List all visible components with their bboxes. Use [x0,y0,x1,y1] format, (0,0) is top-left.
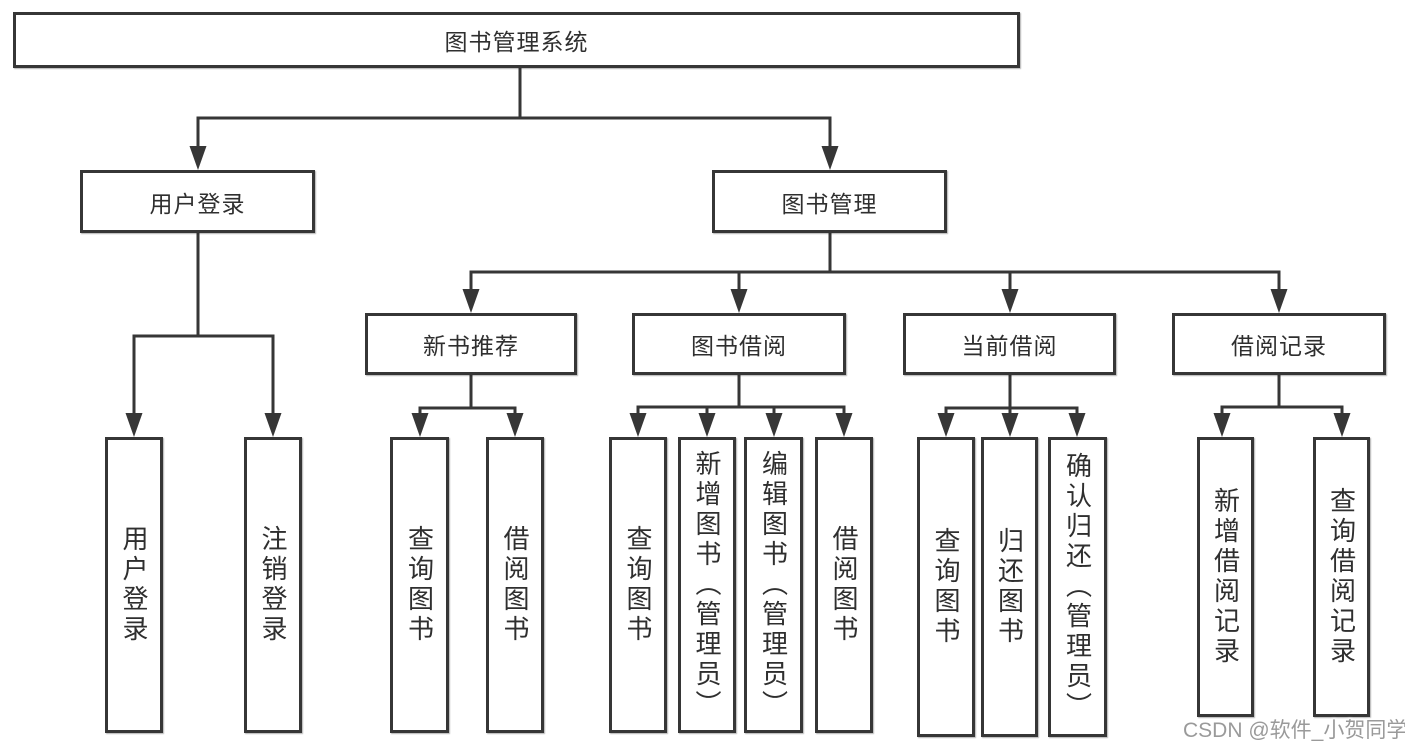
arrow-down-icon [698,413,716,437]
node-book-management: 图书管理 [712,170,947,233]
arrow-down-icon [1213,413,1231,437]
node-label: 图书管理 [781,190,878,217]
arrow-down-icon [1270,289,1288,313]
node-label: 用户登录 [119,525,149,645]
node-label: 当前借阅 [961,333,1058,359]
connector-book-borrowing-children [629,375,853,437]
node-label: 新增图书（管理员） [692,450,722,720]
connector-new-book-children [411,375,524,437]
leaf-return-books: 归还图书 [981,437,1038,737]
node-label: 注销登录 [258,525,288,645]
leaf-edit-books-admin: 编辑图书（管理员） [744,437,803,733]
node-label: 查询借阅记录 [1326,487,1357,667]
node-label: 确认归还（管理员） [1062,452,1093,722]
node-label: 图书借阅 [691,333,787,359]
arrow-down-icon [189,146,207,170]
connector-book-management-children [462,233,1288,313]
arrow-down-icon [506,413,524,437]
arrow-down-icon [1333,413,1351,437]
node-book-borrowing: 图书借阅 [632,313,846,375]
arrow-down-icon [765,413,783,437]
node-label: 图书管理系统 [444,29,589,55]
node-label: 新书推荐 [423,333,519,359]
leaf-query-books-recommend: 查询图书 [390,437,449,733]
leaf-query-books-borrowing: 查询图书 [609,437,667,733]
arrow-down-icon [264,413,282,437]
arrow-down-icon [629,413,647,437]
node-label: 查询图书 [404,525,435,645]
node-label: 借阅记录 [1231,333,1327,359]
leaf-logout: 注销登录 [244,437,302,733]
node-label: 用户登录 [149,190,246,217]
arrow-down-icon [1001,289,1019,313]
arrow-down-icon [730,289,748,313]
connector-user-login-children [125,233,282,437]
arrow-down-icon [1001,413,1019,437]
arrow-down-icon [1068,413,1086,437]
node-label: 编辑图书（管理员） [758,450,789,720]
leaf-add-books-admin: 新增图书（管理员） [678,437,736,733]
leaf-borrow-books-recommend: 借阅图书 [486,437,544,733]
node-label: 查询图书 [623,525,653,645]
arrow-down-icon [125,413,143,437]
arrow-down-icon [937,413,955,437]
node-user-login: 用户登录 [80,170,315,233]
leaf-borrow-books-borrowing: 借阅图书 [815,437,873,733]
arrow-down-icon [835,413,853,437]
node-library-system: 图书管理系统 [13,12,1020,68]
connector-current-borrowing-children [937,375,1086,437]
leaf-confirm-return-admin: 确认归还（管理员） [1048,437,1107,737]
node-current-borrowing: 当前借阅 [903,313,1116,375]
leaf-user-login: 用户登录 [105,437,163,733]
leaf-query-books-current: 查询图书 [917,437,975,737]
connector-borrow-records-children [1213,375,1351,437]
node-label: 新增借阅记录 [1210,487,1241,667]
leaf-add-borrow-record: 新增借阅记录 [1197,437,1254,717]
node-new-book-recommendation: 新书推荐 [365,313,577,375]
node-label: 查询图书 [931,527,961,647]
node-label: 借阅图书 [829,525,859,645]
node-label: 归还图书 [994,527,1025,647]
arrow-down-icon [821,146,839,170]
node-borrowing-records: 借阅记录 [1172,313,1386,375]
arrow-down-icon [411,413,429,437]
arrow-down-icon [462,289,480,313]
connector-root-to-level2 [189,66,839,170]
leaf-query-borrow-record: 查询借阅记录 [1313,437,1370,717]
node-label: 借阅图书 [500,525,530,645]
watermark: CSDN @软件_小贺同学 [1183,719,1405,742]
